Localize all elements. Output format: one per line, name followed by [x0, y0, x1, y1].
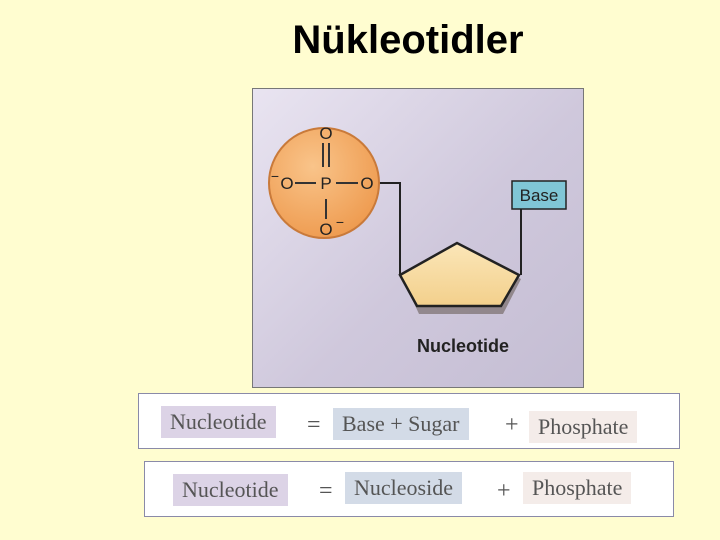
page-title: Nükleotidler: [292, 18, 524, 62]
figure-caption: Nucleotide: [417, 336, 509, 356]
nucleotide-figure: O P O − O O − Base Nucleotide: [252, 88, 584, 388]
eq2-phosphate-chip: Phosphate: [523, 472, 632, 504]
atom-o-bottom: O: [319, 220, 332, 239]
eq1-equals: =: [307, 412, 321, 438]
eq2-nucleoside-chip: Nucleoside: [345, 472, 462, 504]
atom-o-right: O: [360, 174, 373, 193]
eq2-plus: +: [497, 478, 511, 504]
atom-p: P: [320, 174, 331, 193]
eq2-equals: =: [319, 478, 333, 504]
atom-o-left: O: [280, 174, 293, 193]
minus-left: −: [271, 168, 279, 184]
base-box: [511, 180, 567, 210]
eq1-phosphate-chip: Phosphate: [529, 411, 638, 443]
phosphate-group: [268, 127, 380, 239]
equation-box-1: Nucleotide = Base + Sugar + Phosphate: [138, 393, 680, 449]
eq1-base-sugar-chip: Base + Sugar: [333, 408, 469, 440]
eq1-plus: +: [505, 412, 519, 438]
atom-o-top: O: [319, 124, 332, 143]
nucleotide-diagram: O P O − O O − Base Nucleotide: [268, 124, 567, 356]
backbone-link: [378, 182, 401, 275]
eq1-nucleotide-chip: Nucleotide: [161, 406, 276, 438]
base-label: Base: [520, 186, 559, 205]
minus-bottom: −: [336, 214, 344, 230]
sugar-ring: [398, 241, 521, 308]
equation-box-2: Nucleotide = Nucleoside + Phosphate: [144, 461, 674, 517]
eq2-nucleotide-chip: Nucleotide: [173, 474, 288, 506]
